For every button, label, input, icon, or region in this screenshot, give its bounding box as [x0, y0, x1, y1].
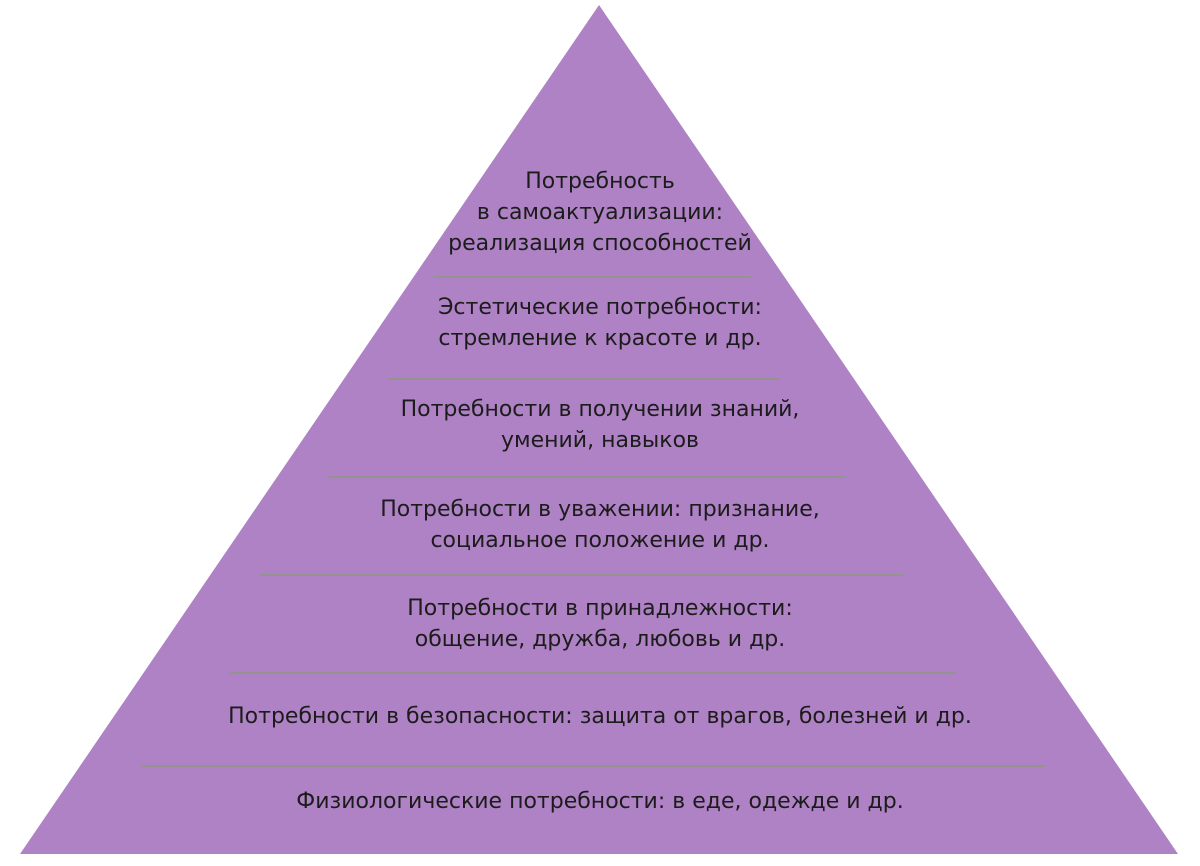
- level-line: Потребности в уважении: признание,: [380, 497, 820, 522]
- level-line: Потребности в получении знаний,: [400, 397, 800, 422]
- level-line: Физиологические потребности: в еде, одеж…: [296, 789, 904, 814]
- level-knowledge-needs: Потребности в получении знаний, умений, …: [0, 394, 1200, 456]
- level-line: Эстетические потребности:: [438, 295, 762, 320]
- level-safety-needs: Потребности в безопасности: защита от вр…: [0, 701, 1200, 732]
- level-esteem-needs: Потребности в уважении: признание, социа…: [0, 494, 1200, 556]
- level-dividers: [142, 276, 1046, 767]
- level-physiological-needs: Физиологические потребности: в еде, одеж…: [0, 786, 1200, 817]
- pyramid-triangle: [20, 5, 1178, 854]
- level-line: реализация способностей: [448, 231, 752, 256]
- level-self-actualization: Потребность в самоактуализации: реализац…: [0, 166, 1200, 259]
- level-line: в самоактуализации:: [476, 200, 724, 225]
- level-line: Потребность: [525, 169, 675, 194]
- level-line: умений, навыков: [500, 428, 700, 453]
- level-line: Потребности в безопасности: защита от вр…: [228, 704, 972, 729]
- level-line: Потребности в принадлежности:: [407, 596, 793, 621]
- level-belonging-needs: Потребности в принадлежности: общение, д…: [0, 593, 1200, 655]
- level-line: социальное положение и др.: [430, 528, 770, 553]
- level-line: стремление к красоте и др.: [438, 326, 762, 351]
- level-aesthetic-needs: Эстетические потребности: стремление к к…: [0, 292, 1200, 354]
- level-line: общение, дружба, любовь и др.: [414, 627, 786, 652]
